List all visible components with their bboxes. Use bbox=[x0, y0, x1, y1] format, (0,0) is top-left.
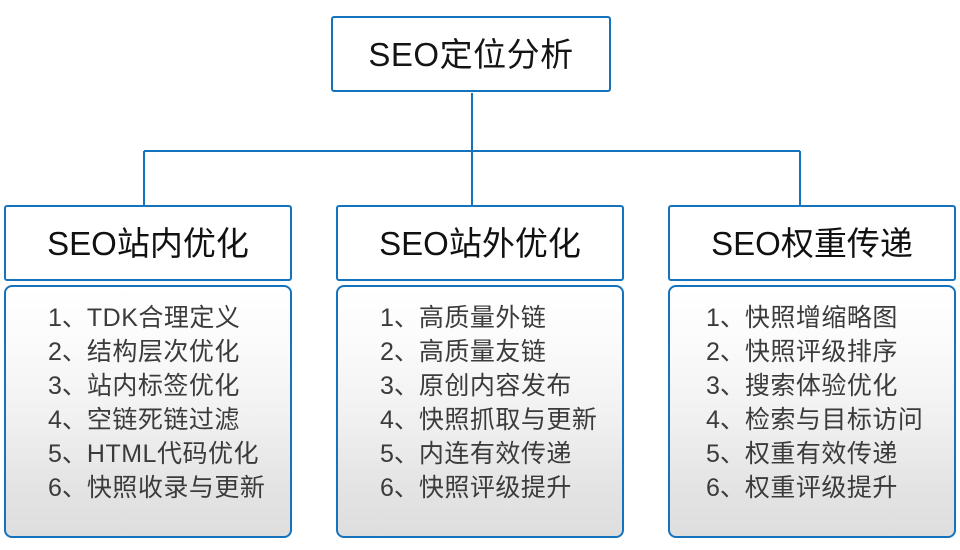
list-item-index: 4、 bbox=[48, 406, 87, 434]
list-item: 2、结构层次优化 bbox=[6, 335, 240, 369]
list-item-index: 2、 bbox=[706, 338, 745, 366]
list-item: 1、快照增缩略图 bbox=[670, 301, 898, 335]
list-item: 3、原创内容发布 bbox=[338, 369, 572, 403]
list-item-text: 权重有效传递 bbox=[744, 440, 898, 468]
list-item-index: 3、 bbox=[48, 372, 87, 400]
list-item: 1、高质量外链 bbox=[338, 301, 546, 335]
branch-header-label-2: SEO站外优化 bbox=[379, 224, 581, 262]
list-item-index: 2、 bbox=[380, 338, 419, 366]
list-item-index: 3、 bbox=[706, 372, 745, 400]
list-item-text: 快照抓取与更新 bbox=[418, 406, 598, 434]
list-item-index: 4、 bbox=[380, 406, 419, 434]
list-item: 6、快照收录与更新 bbox=[6, 471, 265, 505]
list-item-text: 内连有效传递 bbox=[418, 440, 572, 468]
root-node-label: SEO定位分析 bbox=[368, 35, 574, 73]
list-item-text: 结构层次优化 bbox=[86, 338, 240, 366]
branch-list-3: 1、快照增缩略图 2、快照评级排序 3、搜索体验优化 4、检索与目标访问 5、权… bbox=[668, 285, 956, 538]
list-item-index: 4、 bbox=[706, 406, 745, 434]
list-item-text: 高质量外链 bbox=[418, 304, 547, 332]
list-item: 4、快照抓取与更新 bbox=[338, 403, 597, 437]
list-item-index: 6、 bbox=[380, 474, 419, 502]
list-item-text: 快照收录与更新 bbox=[86, 474, 266, 502]
list-item: 4、空链死链过滤 bbox=[6, 403, 240, 437]
list-item-text: 快照增缩略图 bbox=[744, 304, 898, 332]
branch-header-1[interactable]: SEO站内优化 bbox=[4, 205, 292, 281]
root-node[interactable]: SEO定位分析 bbox=[331, 16, 611, 92]
list-item: 1、TDK合理定义 bbox=[6, 301, 240, 335]
list-item-text: 站内标签优化 bbox=[86, 372, 240, 400]
list-item-index: 6、 bbox=[706, 474, 745, 502]
branch-list-1: 1、TDK合理定义 2、结构层次优化 3、站内标签优化 4、空链死链过滤 5、H… bbox=[4, 285, 292, 538]
list-item: 5、HTML代码优化 bbox=[6, 437, 259, 471]
list-item: 2、快照评级排序 bbox=[670, 335, 898, 369]
list-item: 3、站内标签优化 bbox=[6, 369, 240, 403]
list-item: 2、高质量友链 bbox=[338, 335, 546, 369]
branch-column-1: SEO站内优化 1、TDK合理定义 2、结构层次优化 3、站内标签优化 4、空链… bbox=[4, 205, 292, 538]
list-item: 3、搜索体验优化 bbox=[670, 369, 898, 403]
list-item-index: 2、 bbox=[48, 338, 87, 366]
list-item-text: 原创内容发布 bbox=[418, 372, 572, 400]
list-item-index: 5、 bbox=[48, 440, 87, 468]
branch-header-2[interactable]: SEO站外优化 bbox=[336, 205, 624, 281]
list-item-text: 权重评级提升 bbox=[744, 474, 898, 502]
list-item-text: 检索与目标访问 bbox=[744, 406, 924, 434]
list-item-text: 搜索体验优化 bbox=[744, 372, 898, 400]
list-item-index: 1、 bbox=[48, 304, 87, 332]
list-item: 5、权重有效传递 bbox=[670, 437, 898, 471]
list-item-text: 高质量友链 bbox=[418, 338, 547, 366]
branch-header-3[interactable]: SEO权重传递 bbox=[668, 205, 956, 281]
list-item-text: 快照评级提升 bbox=[418, 474, 572, 502]
list-item: 4、检索与目标访问 bbox=[670, 403, 923, 437]
list-item: 6、权重评级提升 bbox=[670, 471, 898, 505]
list-item-index: 1、 bbox=[380, 304, 419, 332]
list-item-index: 3、 bbox=[380, 372, 419, 400]
list-item-index: 5、 bbox=[380, 440, 419, 468]
list-item-text: TDK合理定义 bbox=[86, 304, 241, 332]
list-item-text: HTML代码优化 bbox=[86, 440, 259, 468]
list-item: 5、内连有效传递 bbox=[338, 437, 572, 471]
list-item: 6、快照评级提升 bbox=[338, 471, 572, 505]
list-item-index: 5、 bbox=[706, 440, 745, 468]
branch-column-2: SEO站外优化 1、高质量外链 2、高质量友链 3、原创内容发布 4、快照抓取与… bbox=[336, 205, 624, 538]
list-item-index: 1、 bbox=[706, 304, 745, 332]
branch-header-label-1: SEO站内优化 bbox=[47, 224, 249, 262]
list-item-text: 快照评级排序 bbox=[744, 338, 898, 366]
list-item-index: 6、 bbox=[48, 474, 87, 502]
branch-list-2: 1、高质量外链 2、高质量友链 3、原创内容发布 4、快照抓取与更新 5、内连有… bbox=[336, 285, 624, 538]
branch-header-label-3: SEO权重传递 bbox=[711, 224, 913, 262]
branch-column-3: SEO权重传递 1、快照增缩略图 2、快照评级排序 3、搜索体验优化 4、检索与… bbox=[668, 205, 956, 538]
list-item-text: 空链死链过滤 bbox=[86, 406, 240, 434]
